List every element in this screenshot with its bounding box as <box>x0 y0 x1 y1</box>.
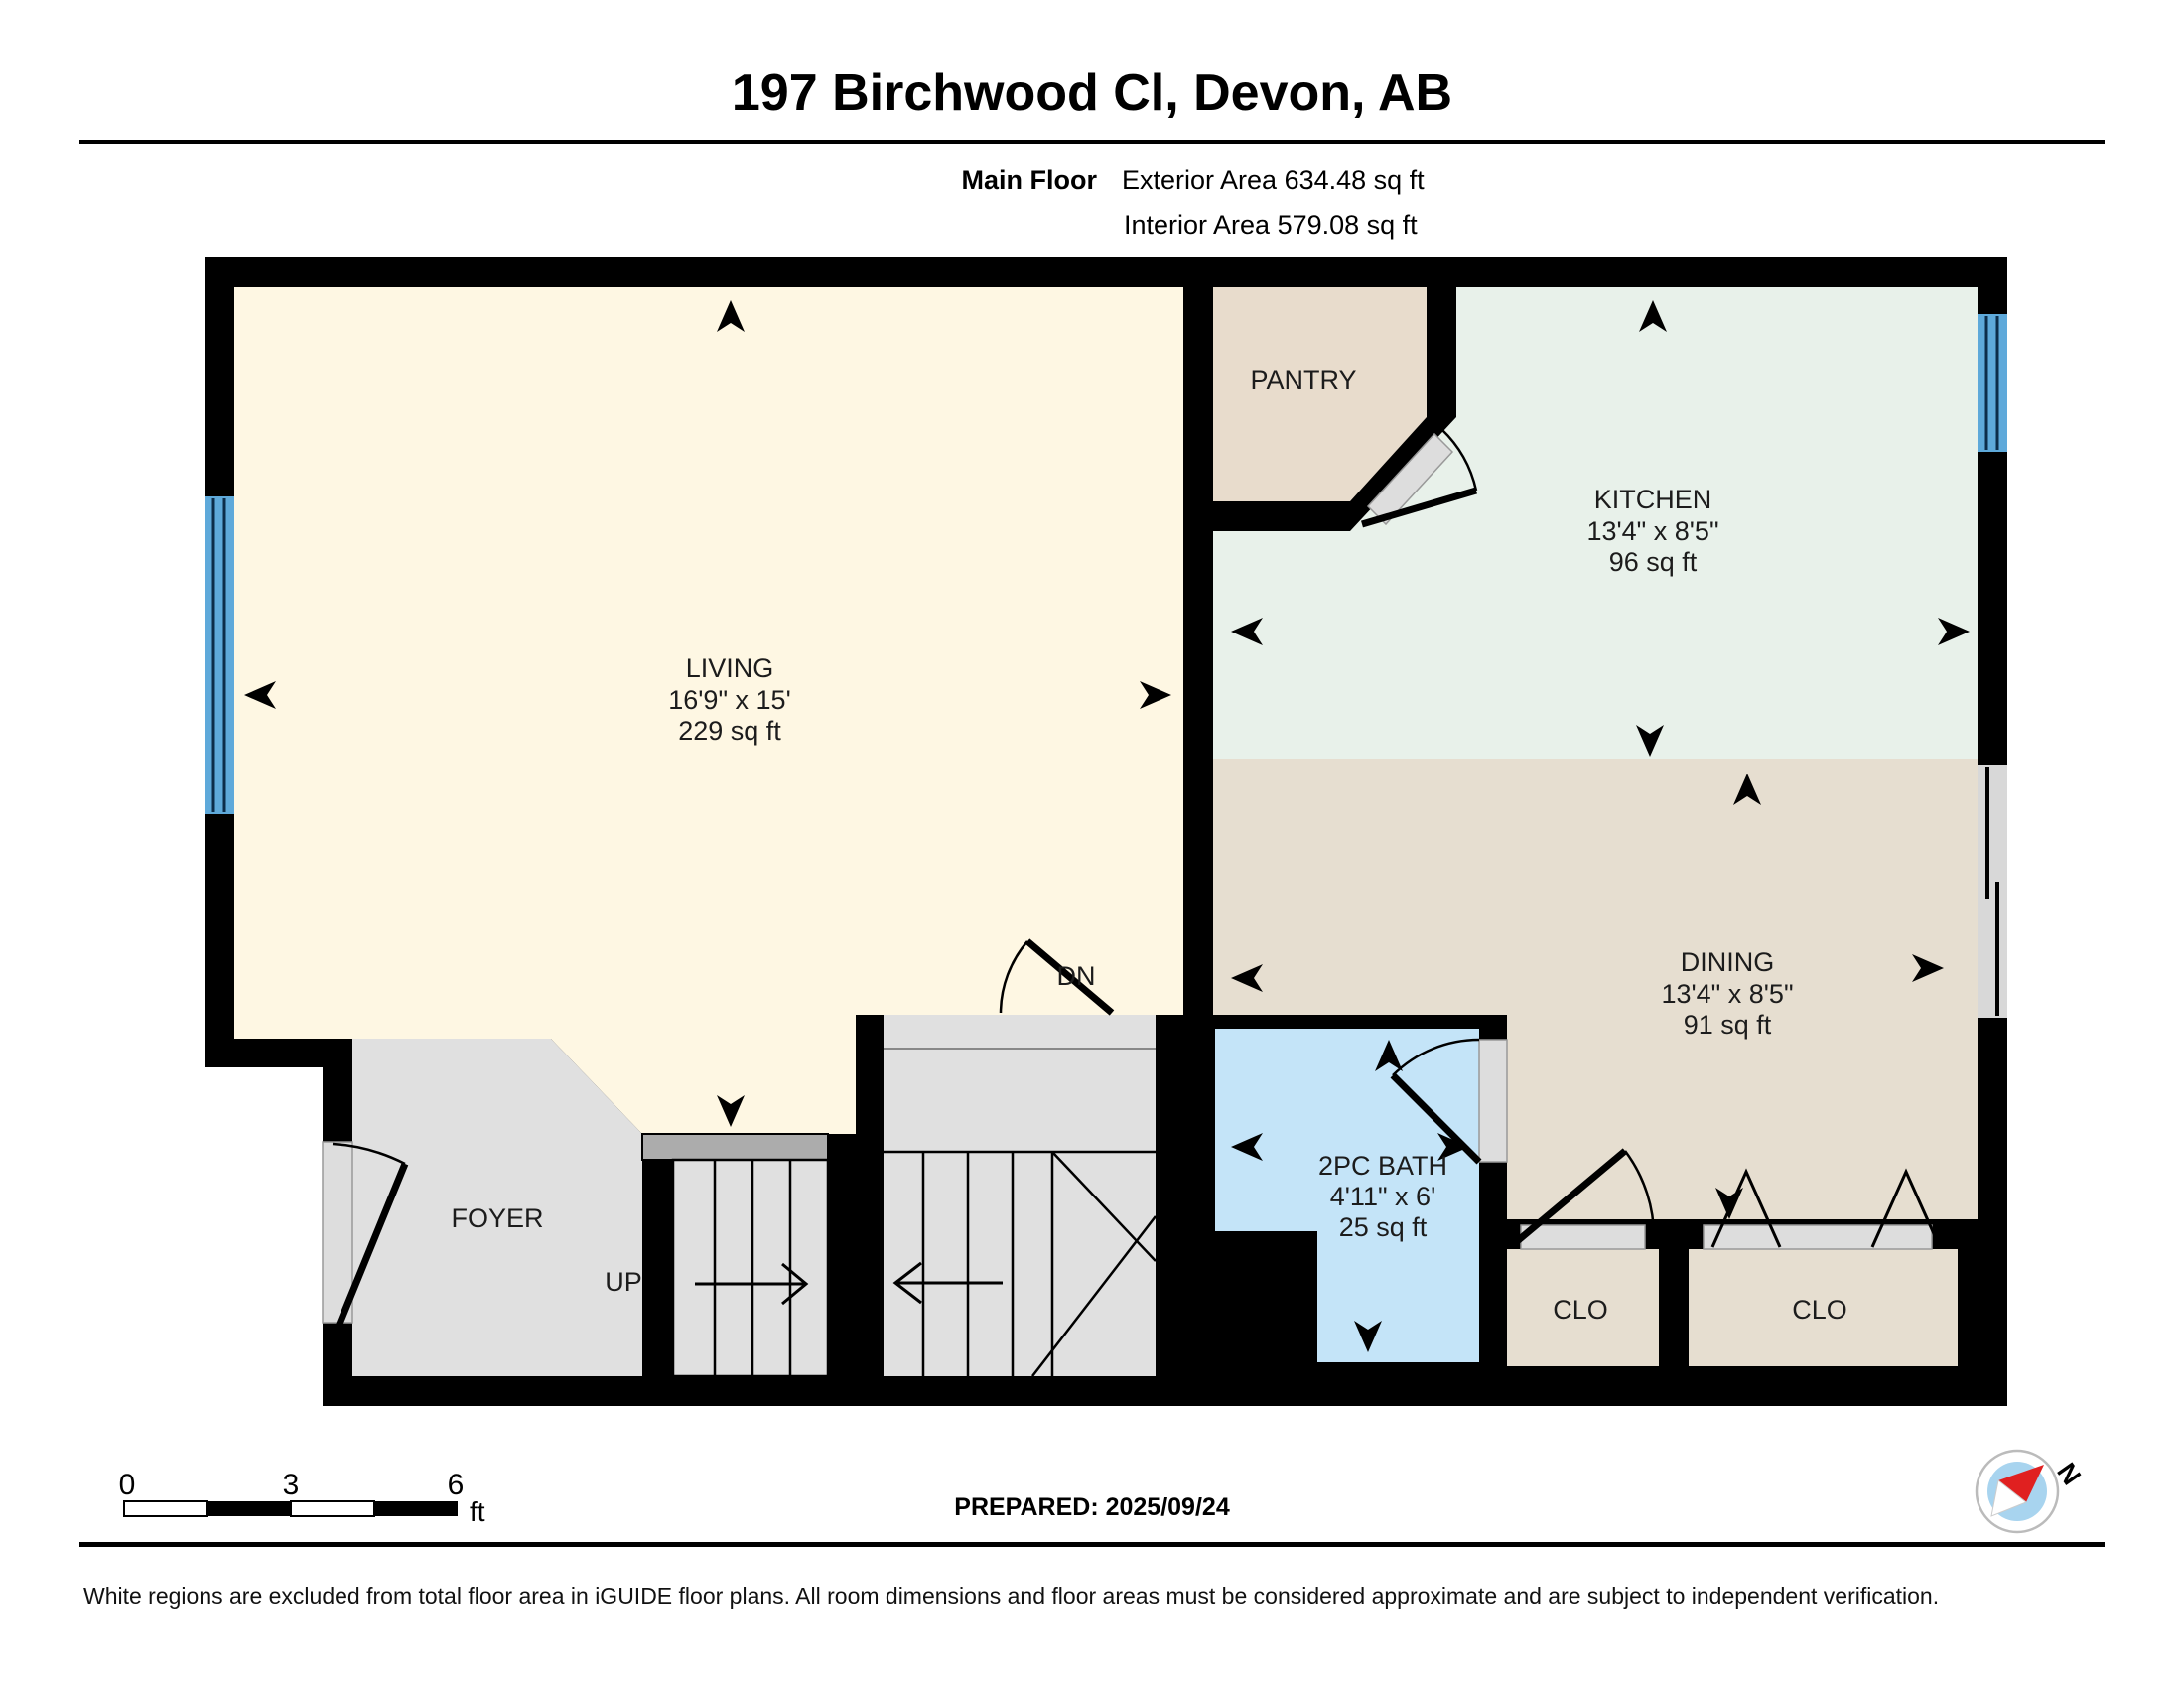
living-window <box>205 496 234 814</box>
kitchen-area-label: 96 sq ft <box>1609 547 1698 577</box>
living-label: LIVING <box>686 653 774 683</box>
closet1-door-sill <box>1520 1224 1646 1250</box>
scale-tick-3: 3 <box>283 1469 300 1501</box>
pantry-label: PANTRY <box>1250 365 1356 395</box>
stairs-up <box>695 1160 809 1376</box>
pantry-door <box>1361 428 1478 528</box>
scale-unit: ft <box>470 1496 485 1527</box>
interior-area-text: Interior Area 579.08 sq ft <box>1124 211 1418 240</box>
page-title: 197 Birchwood Cl, Devon, AB <box>731 65 1453 122</box>
bath-area <box>1215 1029 1479 1231</box>
closet2-label: CLO <box>1792 1295 1847 1325</box>
closet1-door <box>1512 1148 1656 1246</box>
kitchen-window <box>1978 314 2007 452</box>
scale-bar: 0 3 6 ft <box>119 1469 485 1527</box>
dining-dims: 13'4" x 8'5" <box>1661 979 1793 1009</box>
living-dims: 16'9" x 15' <box>668 685 790 715</box>
header-divider <box>79 140 2105 144</box>
stairs-up-label: UP <box>605 1267 642 1297</box>
dining-area-label: 91 sq ft <box>1684 1010 1772 1040</box>
foyer-area <box>352 1039 642 1376</box>
basement-door <box>999 938 1115 1016</box>
bath-area-lower <box>1317 1231 1479 1362</box>
closet2-bifold-doors <box>1710 1168 1942 1248</box>
closet1-label: CLO <box>1553 1295 1608 1325</box>
disclaimer-text: White regions are excluded from total fl… <box>83 1583 1940 1609</box>
living-room-area <box>234 287 1183 1134</box>
sliding-door <box>1978 765 2007 1018</box>
exterior-area-text: Exterior Area 634.48 sq ft <box>1122 165 1425 195</box>
room-labels: LIVING 16'9" x 15' 229 sq ft KITCHEN 13'… <box>451 365 1846 1325</box>
footer-divider <box>79 1542 2105 1547</box>
kitchen-dims: 13'4" x 8'5" <box>1586 516 1718 546</box>
kitchen-area <box>1213 287 1978 759</box>
pantry-area <box>1213 287 1427 501</box>
stairs-up-area <box>671 1158 830 1378</box>
stairs-down-area <box>884 1015 1156 1376</box>
stairs-down-label: DN <box>1057 961 1096 991</box>
entry-door <box>322 1141 409 1331</box>
closet2-area <box>1689 1249 1958 1366</box>
dining-label: DINING <box>1681 947 1775 977</box>
closet1-area <box>1507 1249 1659 1366</box>
bath-dims: 4'11" x 6' <box>1330 1182 1435 1211</box>
living-area-label: 229 sq ft <box>678 716 781 746</box>
kitchen-label: KITCHEN <box>1594 485 1712 514</box>
scale-tick-6: 6 <box>448 1469 465 1501</box>
foyer-label: FOYER <box>451 1203 543 1233</box>
stair-landing <box>641 1133 829 1161</box>
closet2-door-sill <box>1703 1224 1933 1250</box>
bath-area-label: 25 sq ft <box>1339 1212 1428 1242</box>
bath-label: 2PC BATH <box>1318 1151 1447 1181</box>
floor-label: Main Floor <box>961 165 1098 195</box>
prepared-date: PREPARED: 2025/09/24 <box>954 1493 1230 1521</box>
stairs-down <box>884 1048 1157 1377</box>
scale-tick-0: 0 <box>119 1469 136 1501</box>
